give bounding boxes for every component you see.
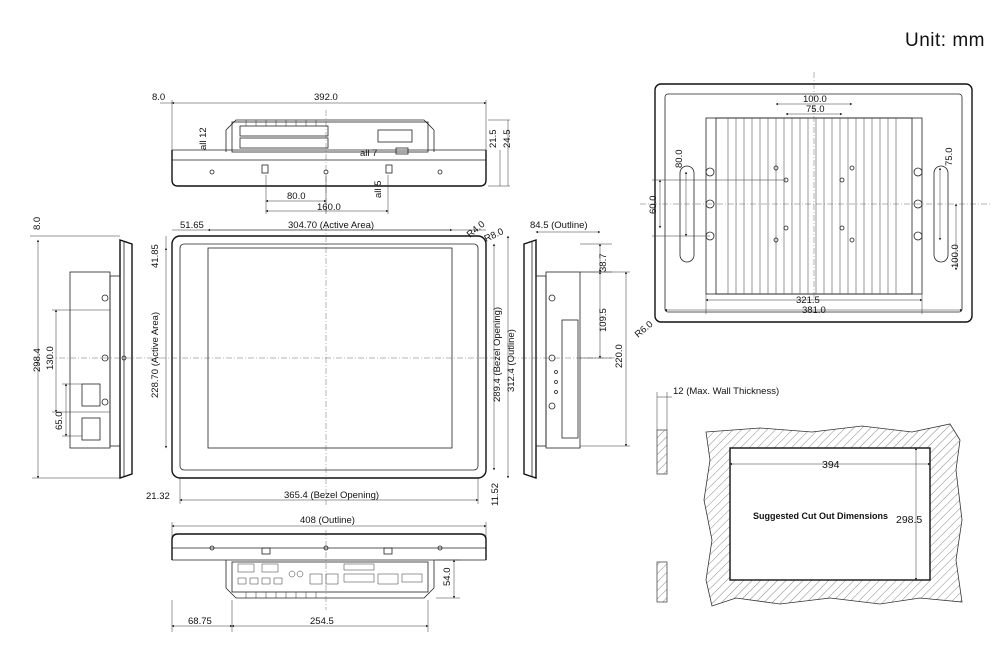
- dim-front-21-32: 21.32: [146, 491, 170, 502]
- dim-back-100-right: 100.0: [950, 244, 961, 268]
- dim-top-392: 392.0: [314, 92, 338, 103]
- dim-front-41-85: 41.85: [150, 244, 161, 268]
- dim-right-38-7: 38.7: [598, 254, 609, 273]
- dim-right-220: 220.0: [614, 344, 625, 368]
- dim-left-65: 65.0: [54, 412, 65, 431]
- bottom-view: 408 (Outline) 54.0 68.75: [171, 515, 487, 632]
- dim-top-all12: all 12: [198, 127, 209, 150]
- dim-bottom-254-5: 254.5: [310, 616, 334, 627]
- dim-top-24-5: 24.5: [502, 130, 513, 149]
- top-view: 8.0 392.0 21.5 24.5 all 12 all 7 all 5 8…: [152, 92, 513, 214]
- rear-view: 100.0 75.0 80.0 60.0 75.0 100.0 321.5 38…: [633, 72, 990, 340]
- dim-front-51-65: 51.65: [180, 220, 204, 231]
- left-side-view: 8.0 298.4 130.0 65.0: [30, 217, 160, 479]
- dim-back-321-5: 321.5: [796, 295, 820, 306]
- dim-front-11-52: 11.52: [490, 483, 501, 506]
- dim-top-80: 80.0: [287, 191, 306, 202]
- dim-right-109-5: 109.5: [598, 308, 609, 332]
- dim-cut-wall: 12 (Max. Wall Thickness): [673, 386, 779, 397]
- cutout-view: 12 (Max. Wall Thickness) 394 298.5 Sugge…: [656, 386, 963, 607]
- dim-back-75: 75.0: [806, 104, 825, 115]
- dim-back-r6: R6.0: [633, 319, 655, 340]
- dim-top-21-5: 21.5: [488, 130, 499, 149]
- dim-bottom-408: 408 (Outline): [300, 515, 355, 526]
- dim-front-active-w: 304.70 (Active Area): [288, 220, 374, 231]
- right-side-view: 84.5 (Outline) 38.7 109.5 220.0: [510, 220, 630, 479]
- dim-front-active-h: 228.70 (Active Area): [150, 312, 161, 398]
- dim-cut-394: 394: [822, 459, 840, 471]
- dim-back-60: 60.0: [648, 196, 659, 215]
- dim-bottom-68-75: 68.75: [188, 616, 212, 627]
- dim-side-8: 8.0: [32, 217, 43, 230]
- dim-cut-298-5: 298.5: [896, 514, 922, 526]
- dim-back-80: 80.0: [674, 150, 685, 169]
- dim-back-75-right: 75.0: [944, 148, 955, 167]
- cut-caption: Suggested Cut Out Dimensions: [753, 511, 888, 521]
- front-view: 51.65 304.70 (Active Area) R4.0 R8.0 41.…: [146, 219, 517, 506]
- dim-right-84-5: 84.5 (Outline): [530, 220, 588, 231]
- dim-front-r8: R8.0: [483, 226, 506, 244]
- dim-top-8: 8.0: [152, 92, 165, 103]
- dim-top-all5: all 5: [373, 181, 384, 198]
- dim-top-all7: all 7: [360, 148, 377, 159]
- unit-label: Unit: mm: [905, 30, 985, 51]
- dim-left-130: 130.0: [45, 346, 56, 370]
- dim-back-381: 381.0: [802, 305, 826, 316]
- dim-bottom-54: 54.0: [442, 568, 453, 587]
- dim-front-bezel-h: 289.4 (Bezel Opening): [492, 307, 503, 402]
- dim-top-160: 160.0: [317, 202, 341, 213]
- dim-back-100: 100.0: [803, 94, 827, 105]
- dim-front-outline-h: 312.4 (Outline): [506, 329, 517, 392]
- dim-front-bezel-w: 365.4 (Bezel Opening): [284, 490, 379, 501]
- dim-left-298-4: 298.4: [32, 348, 43, 372]
